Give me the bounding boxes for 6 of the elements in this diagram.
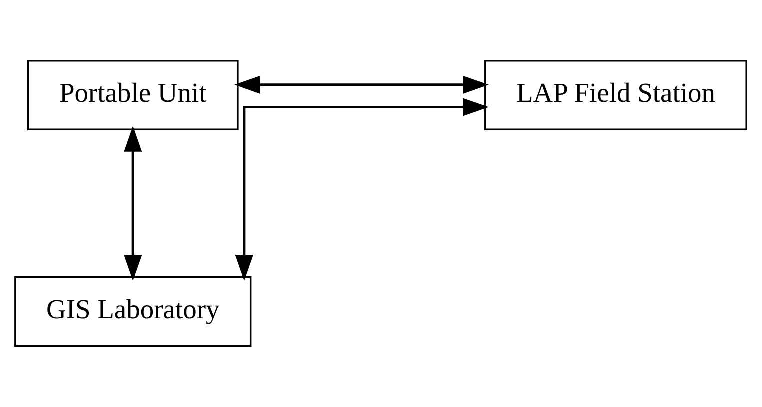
arrow: [234, 76, 489, 94]
arrow: [235, 98, 489, 281]
node-box: GIS Laboratory: [14, 276, 252, 347]
node-box: LAP Field Station: [484, 60, 748, 130]
node-box: Portable Unit: [27, 60, 239, 130]
arrow: [124, 126, 142, 281]
